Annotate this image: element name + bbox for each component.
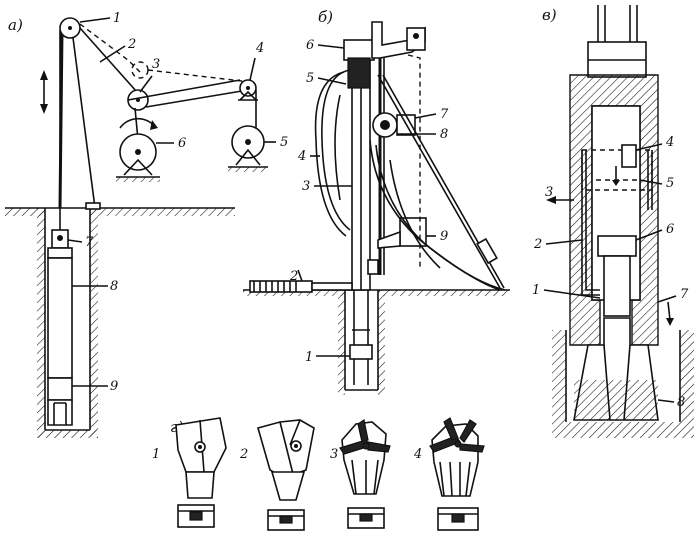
label-a-1: 1 [113, 11, 121, 26]
label-g-1: 1 [152, 447, 160, 462]
label-v-1: 1 [532, 283, 540, 298]
bit-cross [339, 419, 391, 529]
panel-b: б) [243, 8, 510, 395]
label-v-6: 6 [666, 222, 674, 237]
bit-chisel [175, 417, 227, 528]
label-g-4: 4 [413, 447, 422, 462]
panel-a: а) [5, 11, 288, 438]
panel-b-letter: б) [318, 8, 333, 26]
label-b-7: 7 [440, 107, 449, 122]
label-a-9: 9 [110, 379, 118, 394]
bit-star [429, 417, 485, 531]
label-v-8: 8 [677, 395, 685, 410]
label-b-9: 9 [440, 229, 448, 244]
label-a-8: 8 [110, 279, 118, 294]
label-a-7: 7 [85, 235, 94, 250]
label-a-4: 4 [255, 41, 264, 56]
panel-v-letter: в) [542, 6, 557, 24]
bit-double-chisel [257, 419, 315, 531]
label-b-8: 8 [440, 127, 448, 142]
label-b-6: 6 [306, 38, 314, 53]
label-b-2: 2 [289, 269, 298, 284]
label-g-2: 2 [239, 447, 248, 462]
label-v-7: 7 [680, 287, 689, 302]
panel-a-letter: а) [8, 16, 23, 34]
label-v-3: 3 [545, 185, 553, 200]
label-b-5: 5 [306, 71, 314, 86]
label-b-3: 3 [302, 179, 310, 194]
label-g-3: 3 [330, 447, 338, 462]
panel-g: г) [152, 417, 485, 531]
label-a-3: 3 [152, 57, 160, 72]
label-a-5: 5 [280, 135, 288, 150]
label-a-2: 2 [127, 37, 136, 52]
label-a-6: 6 [178, 136, 186, 151]
panel-v: в) [532, 5, 694, 438]
label-b-4: 4 [297, 149, 306, 164]
label-v-2: 2 [533, 237, 542, 252]
label-v-5: 5 [666, 176, 674, 191]
label-v-4: 4 [665, 135, 674, 150]
label-b-1: 1 [305, 350, 313, 365]
